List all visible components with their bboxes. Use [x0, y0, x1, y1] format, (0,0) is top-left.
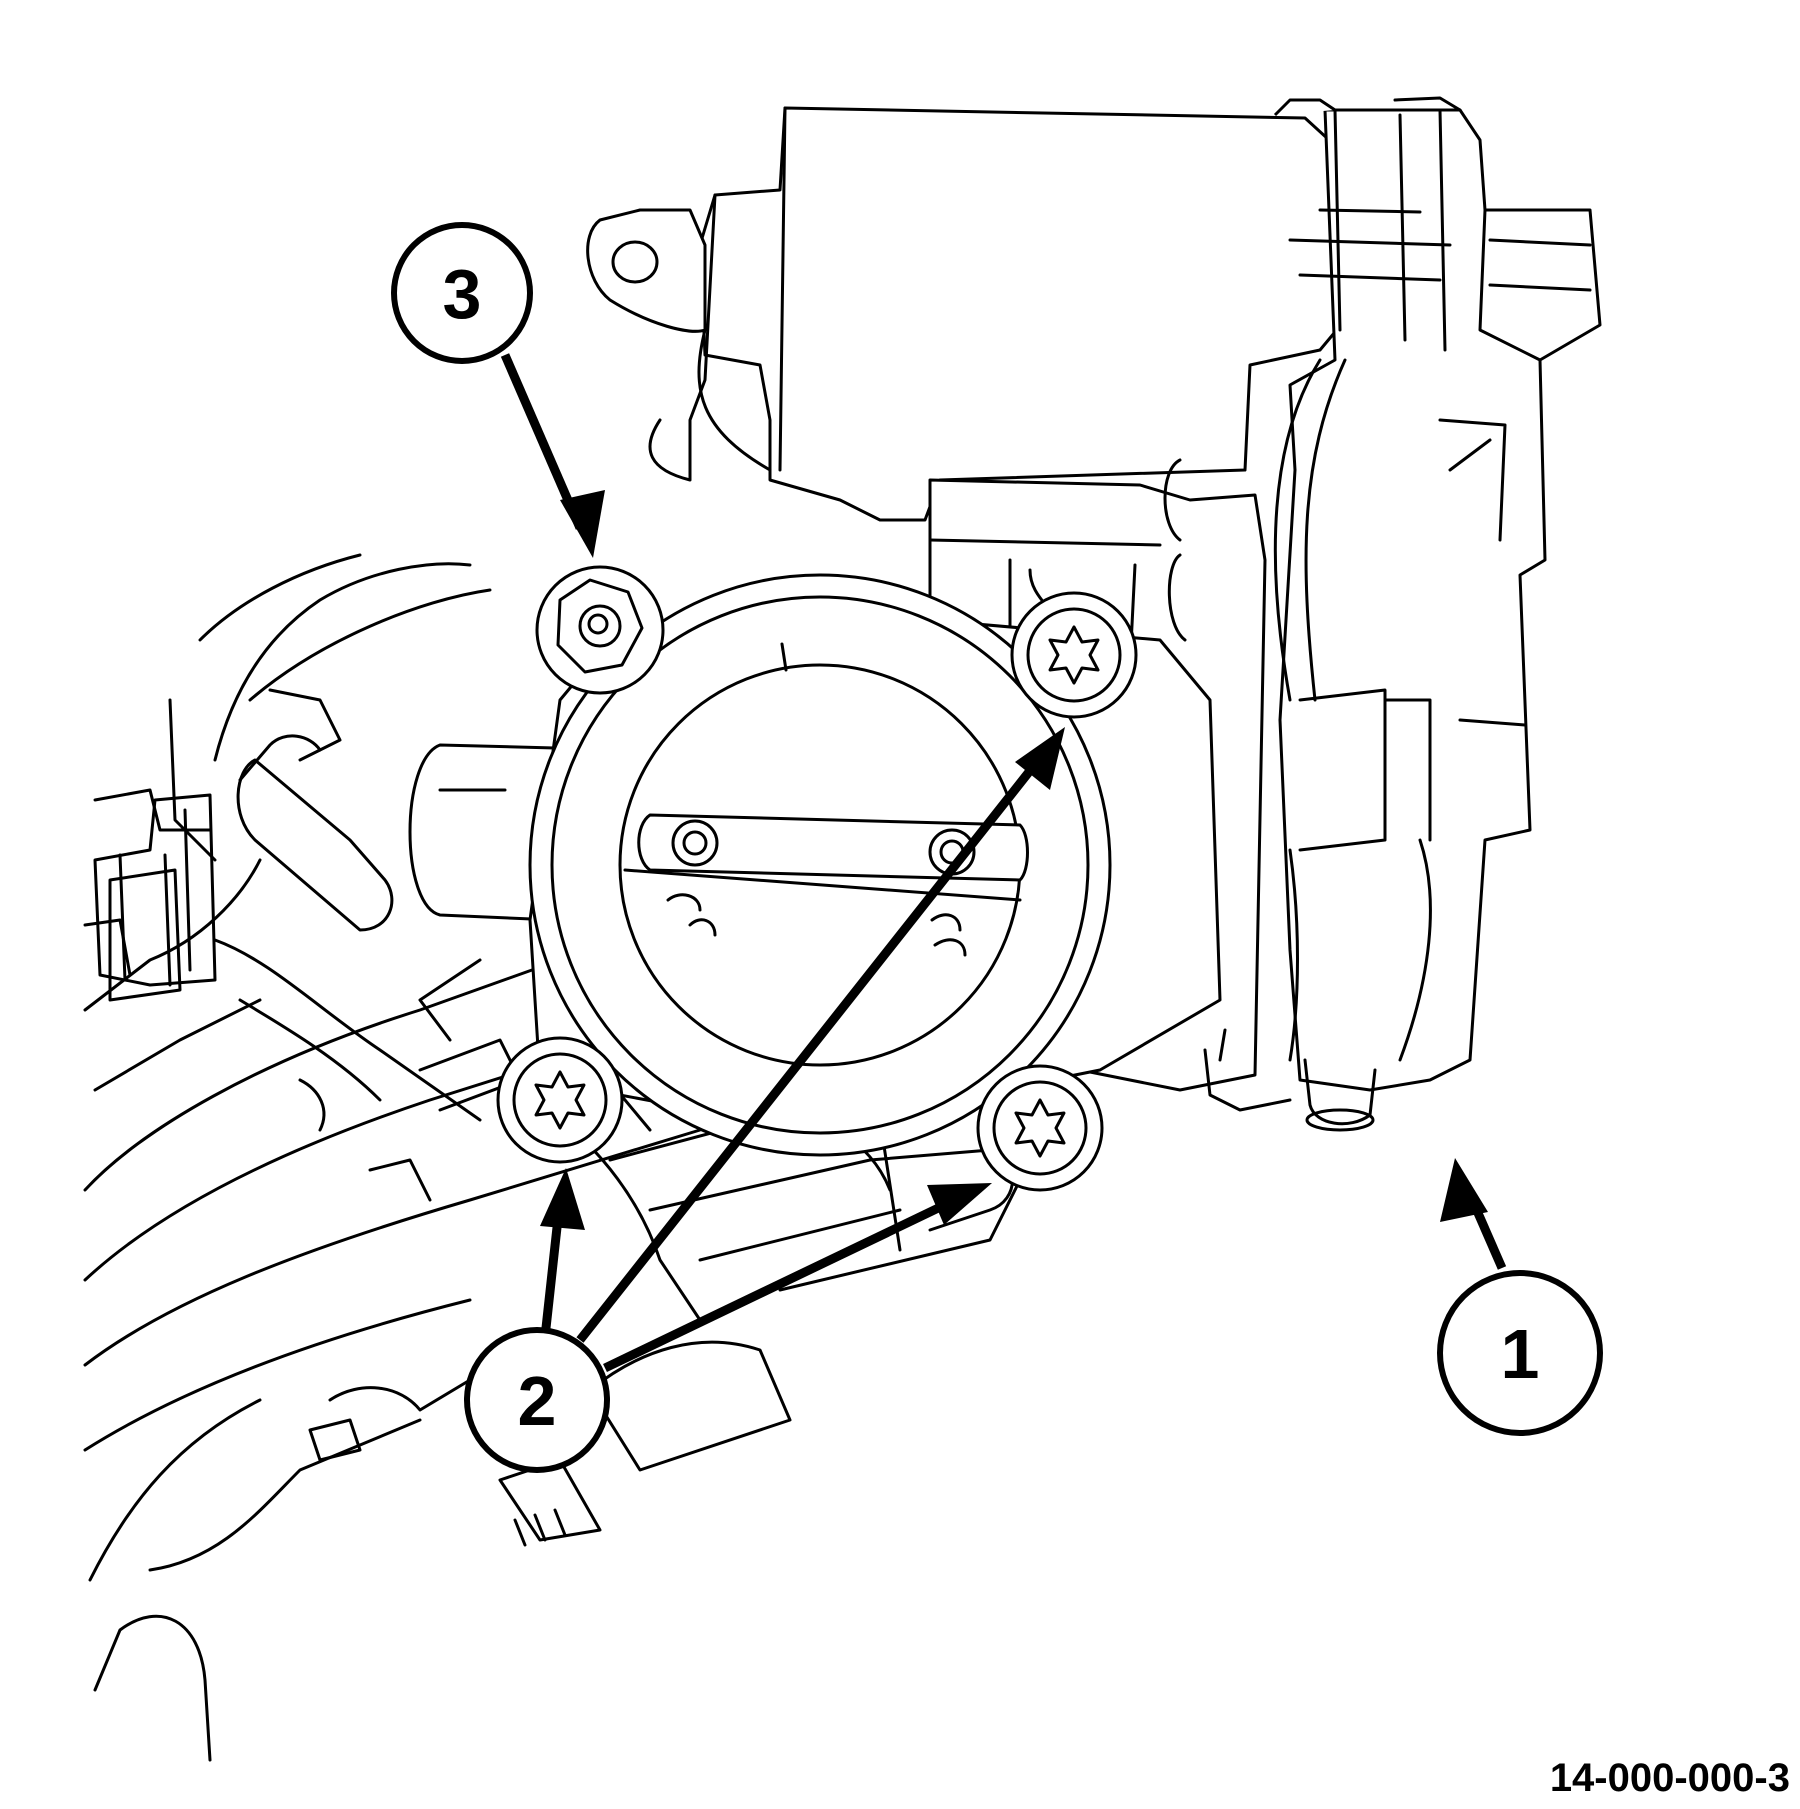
callout-3: 3: [391, 222, 533, 364]
torx-screw-top-right: [1010, 591, 1138, 719]
callout-1: 1: [1437, 1270, 1603, 1436]
torx-screw-bottom-right: [976, 1064, 1104, 1192]
callout-2-label: 2: [518, 1362, 557, 1440]
callout-2: 2: [464, 1327, 610, 1473]
callout-1-label: 1: [1501, 1315, 1540, 1393]
figure-id: 14-000-000-3: [1549, 1756, 1790, 1800]
callout-3-label: 3: [443, 255, 482, 333]
throttle-bore: [528, 573, 1112, 1157]
hex-nut: [535, 565, 665, 695]
torx-screw-bottom-left: [496, 1036, 624, 1164]
leader-lines: [500, 353, 1507, 1373]
